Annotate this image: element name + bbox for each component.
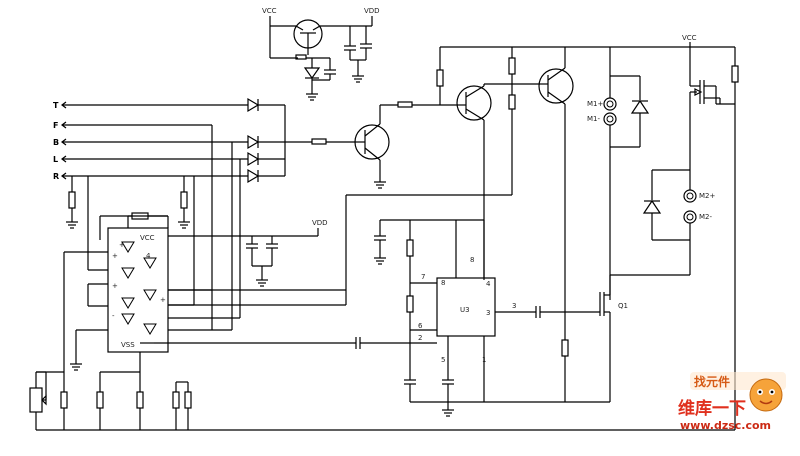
diode-l-icon xyxy=(247,151,260,167)
timer-ic-u3: U3 7 8 8 4 3 3 6 2 5 1 xyxy=(154,194,610,417)
pin-5-label: 5 xyxy=(441,356,445,364)
m1-minus-terminal-icon xyxy=(603,112,617,126)
switch-element xyxy=(689,47,735,190)
transistor-q2-icon xyxy=(456,85,492,121)
m2-minus-terminal-icon xyxy=(683,210,697,224)
resistor-ladder xyxy=(29,371,735,431)
input-label-r: R xyxy=(53,172,59,181)
pin-7-label: 7 xyxy=(421,273,425,281)
driver-transistor-2 xyxy=(538,47,574,402)
svg-text:+: + xyxy=(112,282,118,290)
ic-vss-label: VSS xyxy=(121,341,135,349)
svg-text:+: + xyxy=(112,252,118,260)
comparator-2-icon xyxy=(143,257,157,269)
ic-vcc-label: VCC xyxy=(140,234,155,242)
m2-plus-terminal-icon xyxy=(683,189,697,203)
m1-plus-label: M1+ xyxy=(587,100,603,108)
m1-minus-label: M1- xyxy=(587,115,600,123)
transistor-input-icon xyxy=(354,124,390,160)
flyback-diode-2-icon xyxy=(642,199,662,214)
m2-minus-label: M2- xyxy=(699,213,712,221)
comparator-4-icon xyxy=(143,289,157,301)
input-label-b: B xyxy=(53,138,59,147)
svg-text:+: + xyxy=(160,296,166,304)
pin-8-label: 8 xyxy=(441,279,445,287)
timer-ic-body xyxy=(436,277,496,337)
svg-text:-: - xyxy=(112,312,115,320)
comparator-5-icon xyxy=(121,297,135,309)
motor-m1: M1+ M1- xyxy=(587,47,650,300)
comparator-6-icon xyxy=(121,313,135,325)
input-label-l: L xyxy=(53,155,58,164)
vcc-label-right: VCC xyxy=(682,34,697,42)
vdd-label-ic: VDD xyxy=(312,219,328,227)
svg-text:4: 4 xyxy=(146,252,151,260)
transistor-q3-icon xyxy=(538,68,574,104)
vcc-label-top: VCC xyxy=(262,7,277,15)
input-label-t: T xyxy=(53,101,59,110)
motor-m2: M2+ M2- xyxy=(610,169,715,276)
svg-text:+: + xyxy=(119,241,125,249)
input-transistor xyxy=(310,101,458,189)
watermark-url: www.dzsc.com xyxy=(680,419,771,432)
comparator-7-icon xyxy=(143,323,157,335)
vdd-label-top: VDD xyxy=(364,7,380,15)
pin-3-ext-label: 3 xyxy=(512,302,516,310)
m2-plus-label: M2+ xyxy=(699,192,715,200)
watermark-top-text: 找元件 xyxy=(694,374,730,389)
mosfet-q: Q1 xyxy=(565,275,628,402)
input-label-f: F xyxy=(53,121,58,130)
pin-6-label: 6 xyxy=(418,322,423,330)
pin-2-label: 2 xyxy=(418,334,422,342)
m1-plus-terminal-icon xyxy=(603,97,617,111)
comparator-1-icon: + xyxy=(119,241,135,253)
input-lines: T F B L R xyxy=(53,97,310,330)
power-rail: VCC xyxy=(436,34,739,430)
pin-4-label: 4 xyxy=(486,280,491,288)
flyback-diode-1-icon xyxy=(630,99,650,114)
diode-t-icon xyxy=(247,97,260,113)
pin-out-label: 3 xyxy=(486,309,490,317)
comparator-ic: VCC VSS + 4 + + - + xyxy=(63,176,346,392)
regulator-section: VCC VDD xyxy=(262,7,380,101)
pin-8-top-label: 8 xyxy=(470,256,474,264)
mascot-icon xyxy=(749,378,783,412)
watermark: 找元件 维库一下 www.dzsc.com xyxy=(678,372,786,432)
diode-b-icon xyxy=(247,134,260,150)
comparator-ic-body xyxy=(107,227,169,353)
mosfet-label: Q1 xyxy=(618,302,628,310)
zener-diode-icon xyxy=(303,67,321,80)
diode-r-icon xyxy=(247,168,260,184)
comparator-3-icon xyxy=(121,267,135,279)
timer-name: U3 xyxy=(460,306,470,314)
watermark-brand: 维库一下 xyxy=(678,398,746,419)
